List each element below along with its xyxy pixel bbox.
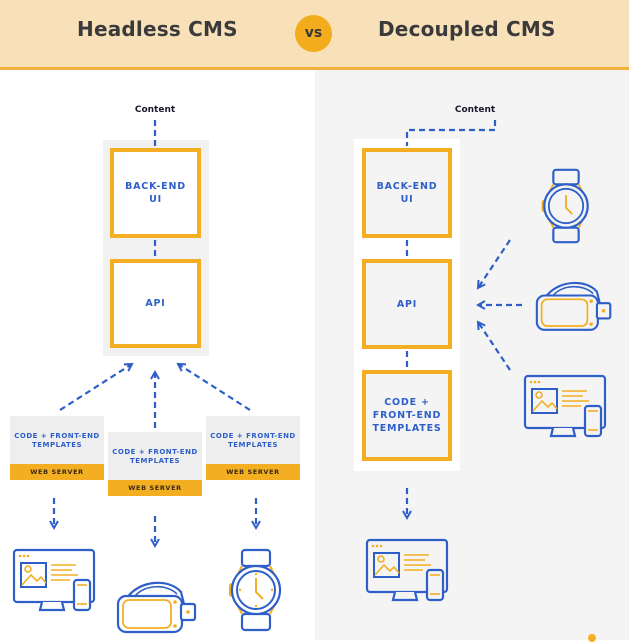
decoupled-content-connector: [405, 120, 497, 146]
headless-server-1: CODE + FRONT-END TEMPLATES WEB SERVER: [10, 416, 104, 480]
headless-api-label: API: [145, 298, 166, 309]
decoupled-template-desktop-mobile-icon: [365, 538, 449, 602]
header-banner: Headless CMS vs Decoupled CMS: [0, 0, 629, 70]
server-3-templates-label: CODE + FRONT-END TEMPLATES: [210, 432, 296, 449]
decoupled-api-label: API: [396, 298, 418, 310]
decoupled-vr-headset-icon: [535, 281, 612, 331]
server-2-templates-label: CODE + FRONT-END TEMPLATES: [112, 448, 198, 465]
decoupled-templates-label: CODE + FRONT-END TEMPLATES: [372, 397, 442, 434]
vr-headset-icon: [116, 581, 197, 634]
desktop-mobile-icon: [12, 548, 96, 612]
decoupled-templates-box: CODE + FRONT-END TEMPLATES: [362, 370, 452, 461]
server-3-api-arrow: [178, 364, 251, 411]
headless-backend-ui-box: BACK-END UI: [110, 148, 201, 238]
headless-api-box: API: [110, 259, 201, 348]
vs-badge: vs: [295, 15, 332, 52]
smartwatch-icon: [229, 548, 282, 632]
headless-server-3: CODE + FRONT-END TEMPLATES WEB SERVER: [206, 416, 300, 480]
decoupled-cms-title: Decoupled CMS: [378, 17, 556, 41]
server-3-web-server-label: WEB SERVER: [206, 464, 300, 480]
headless-backend-ui-label: BACK-END UI: [125, 181, 186, 205]
decoupled-desktop-mobile-icon: [523, 374, 607, 438]
server-1-web-server-label: WEB SERVER: [10, 464, 104, 480]
headless-content-label: Content: [134, 105, 176, 115]
desktop-api-arrow: [478, 322, 511, 371]
decoupled-backend-ui-label: BACK-END UI: [376, 181, 438, 205]
corner-dot-decoration: [588, 634, 596, 642]
decoupled-content-label: Content: [454, 105, 496, 115]
headless-server-2: CODE + FRONT-END TEMPLATES WEB SERVER: [108, 432, 202, 496]
server-1-templates-label: CODE + FRONT-END TEMPLATES: [14, 432, 100, 449]
decoupled-api-box: API: [362, 259, 452, 349]
decoupled-backend-ui-box: BACK-END UI: [362, 148, 452, 238]
server-1-api-arrow: [59, 364, 132, 411]
headless-cms-title: Headless CMS: [77, 17, 238, 41]
decoupled-smartwatch-icon: [541, 168, 589, 244]
server-2-web-server-label: WEB SERVER: [108, 480, 202, 496]
watch-api-arrow: [478, 239, 511, 288]
